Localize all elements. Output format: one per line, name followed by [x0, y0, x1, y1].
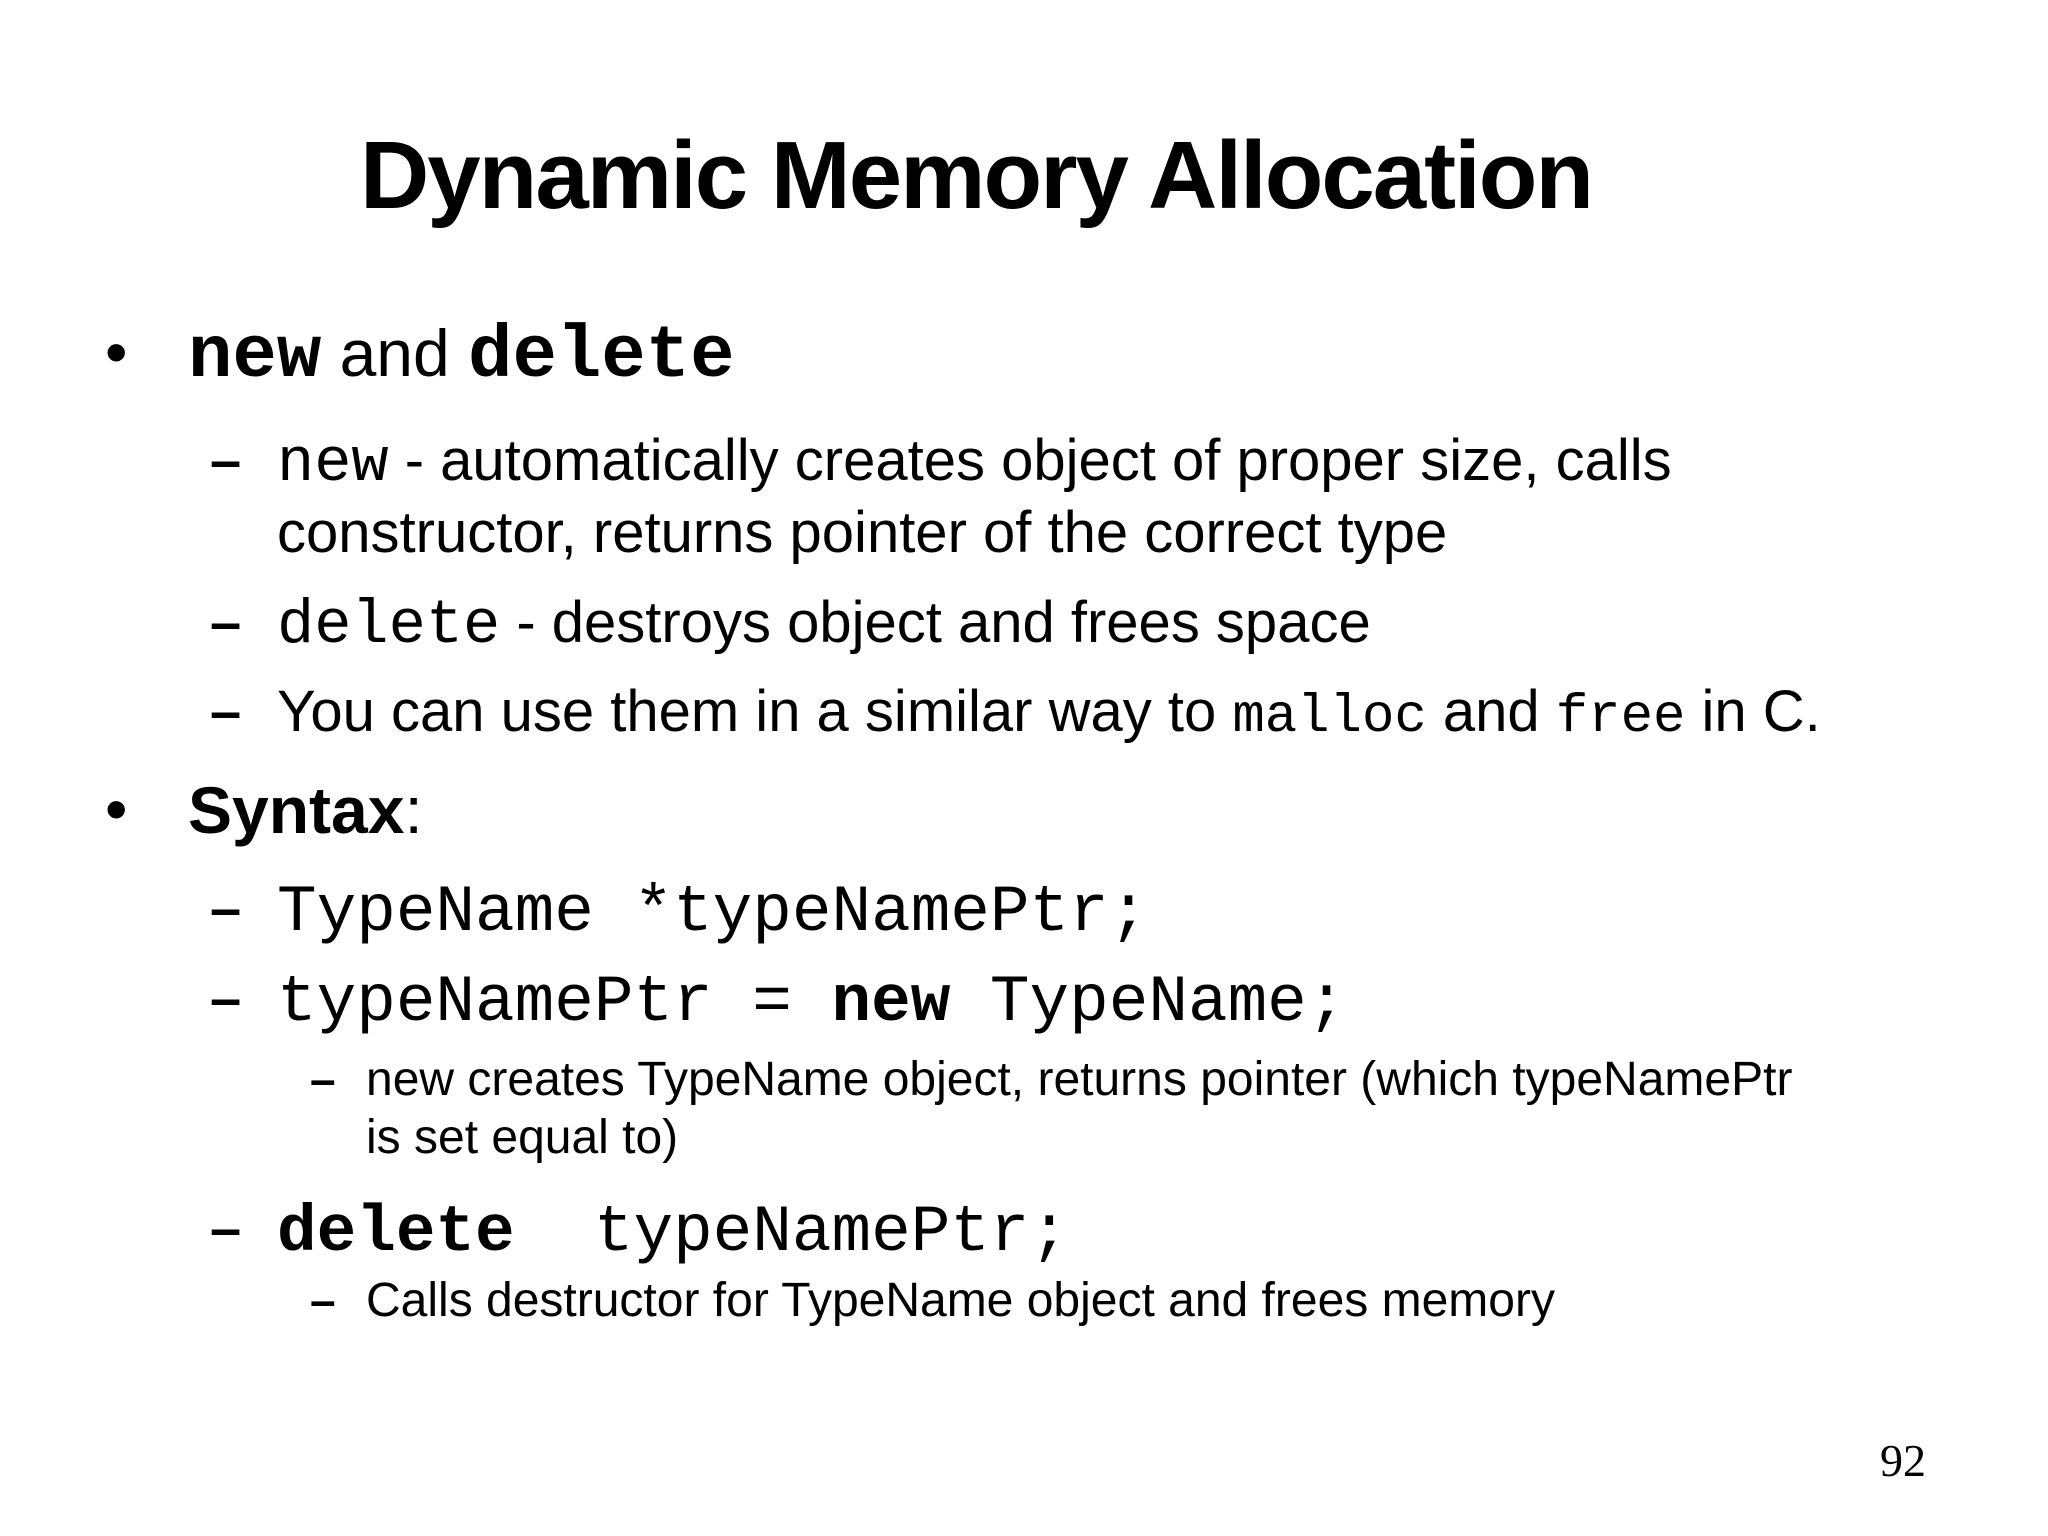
dash-marker-icon: – [210, 1196, 242, 1259]
sub-sub-bullet-calls-destructor: –Calls destructor for TypeName object an… [310, 1274, 1555, 1327]
sub-sub-bullet-text: is set equal to) [366, 1111, 679, 1164]
syntax-label: Syntax [188, 773, 405, 847]
code-keyword-delete: delete [468, 315, 735, 399]
sub-bullet-text: in C. [1685, 679, 1821, 744]
code-keyword-new: new [188, 315, 322, 399]
dash-marker-icon: – [310, 1053, 336, 1105]
sub-sub-bullet-new-creates-line1: –new creates TypeName object, returns po… [310, 1053, 1793, 1106]
dash-marker-icon: – [210, 876, 242, 939]
page-number: 92 [1880, 1435, 1926, 1486]
dash-marker-icon: – [210, 966, 242, 1029]
slide-title: Dynamic Memory Allocation [359, 122, 1594, 229]
sub-bullet-new-description-line2: constructor, returns pointer of the corr… [277, 504, 1447, 562]
sub-bullet-text: and [1426, 679, 1556, 744]
sub-sub-bullet-new-creates-line2: is set equal to) [366, 1114, 678, 1162]
sub-bullet-malloc-free: –You can use them in a similar way to ma… [210, 683, 1821, 748]
dash-marker-icon: – [310, 1274, 336, 1326]
bullet-syntax: •Syntax: [105, 777, 423, 843]
sub-bullet-delete-description: –delete - destroys object and frees spac… [210, 594, 1371, 657]
sub-bullet-text: - automatically creates object of proper… [388, 428, 1672, 493]
code-text: TypeName; [950, 965, 1347, 1040]
code-line-delete: –delete typeNamePtr; [210, 1200, 1069, 1266]
sub-sub-bullet-text: Calls destructor for TypeName object and… [366, 1274, 1555, 1327]
code-text: typeNamePtr; [514, 1195, 1070, 1270]
code-malloc: malloc [1232, 687, 1427, 748]
sub-bullet-text: You can use them in a similar way to [277, 679, 1233, 744]
code-text: TypeName *typeNamePtr; [277, 875, 1149, 950]
code-free: free [1555, 687, 1686, 748]
bullet-marker-icon: • [105, 773, 128, 845]
code-line-declaration: –TypeName *typeNamePtr; [210, 880, 1148, 946]
text-and: and [321, 316, 469, 390]
sub-bullet-text: - destroys object and frees space [500, 590, 1371, 655]
dash-marker-icon: – [210, 679, 242, 742]
sub-bullet-text: constructor, returns pointer of the corr… [277, 500, 1448, 565]
syntax-colon: : [404, 773, 423, 847]
code-delete: delete [277, 590, 501, 661]
code-new: new [277, 428, 389, 499]
code-line-assignment: –typeNamePtr = new TypeName; [210, 970, 1346, 1036]
code-keyword-new: new [831, 965, 951, 1040]
code-text: typeNamePtr = [277, 965, 832, 1040]
sub-sub-bullet-text: new creates TypeName object, returns poi… [366, 1053, 1793, 1106]
bullet-marker-icon: • [105, 316, 128, 388]
dash-marker-icon: – [210, 428, 242, 491]
sub-bullet-new-description-line1: –new - automatically creates object of p… [210, 432, 1672, 495]
dash-marker-icon: – [210, 590, 242, 653]
code-keyword-delete: delete [277, 1195, 515, 1270]
bullet-new-and-delete: •new and delete [105, 320, 734, 394]
